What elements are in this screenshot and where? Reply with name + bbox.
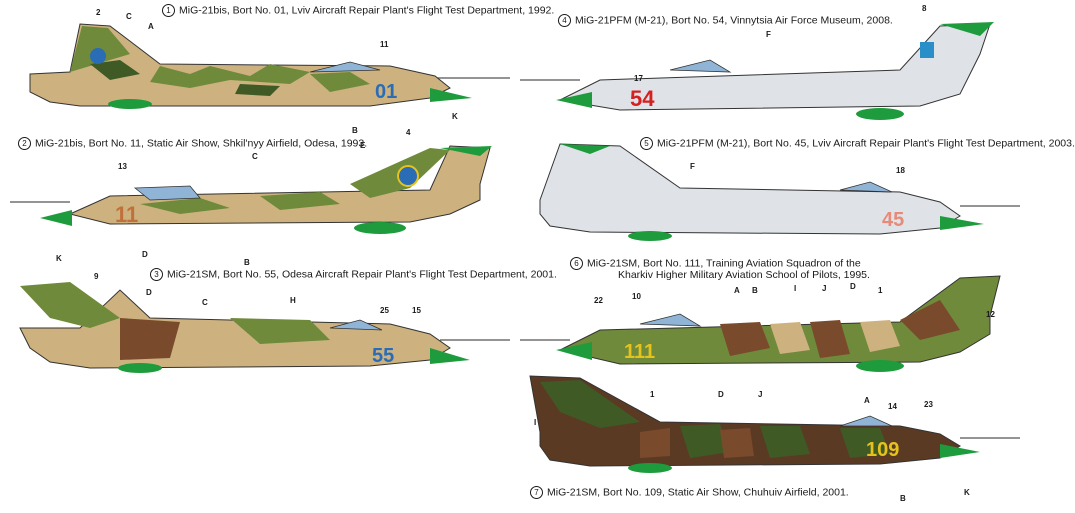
callout-label: 1 xyxy=(650,390,655,399)
aircraft-profile-6: 111 xyxy=(520,275,1001,372)
callout-label: F xyxy=(766,30,771,39)
callout-label: K xyxy=(56,254,62,263)
callout-label: 17 xyxy=(634,74,643,83)
callout-label: 25 xyxy=(380,306,389,315)
callout-label: 9 xyxy=(94,272,99,281)
callout-label: 11 xyxy=(380,40,389,49)
callout-label: B xyxy=(900,494,906,503)
bort-number-6: 111 xyxy=(624,341,655,363)
callout-label: K xyxy=(452,112,458,121)
callout-label: 2 xyxy=(96,8,101,17)
callout-label: 22 xyxy=(594,296,603,305)
callout-label: 10 xyxy=(632,292,641,301)
callout-label: F xyxy=(690,162,695,171)
aircraft-profile-3: 55 xyxy=(19,282,510,373)
aircraft-profile-5: 45 xyxy=(539,143,1020,241)
callout-label: C xyxy=(252,152,258,161)
callout-label: H xyxy=(290,296,296,305)
callout-label: C xyxy=(202,298,208,307)
callout-label: D xyxy=(718,390,724,399)
callout-label: 13 xyxy=(118,162,127,171)
callout-label: 4 xyxy=(406,128,411,137)
bort-number-4: 54 xyxy=(630,86,655,111)
callout-label: I xyxy=(534,418,537,427)
callout-label: J xyxy=(758,390,763,399)
callout-label: 18 xyxy=(896,166,905,175)
bort-number-3: 55 xyxy=(372,345,394,367)
callout-label: C xyxy=(126,12,132,21)
callout-label: D xyxy=(146,288,152,297)
callout-label: B xyxy=(244,258,250,267)
callout-label: A xyxy=(148,22,154,31)
callout-label: B xyxy=(752,286,758,295)
callout-label: J xyxy=(822,284,827,293)
callout-label: E xyxy=(360,141,366,150)
bort-number-2: 11 xyxy=(115,202,138,227)
callout-label: D xyxy=(850,282,856,291)
callout-label: A xyxy=(734,286,740,295)
callout-label: 14 xyxy=(888,402,897,411)
bort-number-1: 01 xyxy=(375,81,397,103)
aircraft-profile-2: 11 xyxy=(10,145,492,234)
callout-label: A xyxy=(864,396,870,405)
aircraft-profile-1: 01 xyxy=(29,23,510,109)
aircraft-profile-4: 54 xyxy=(520,22,994,120)
bort-number-5: 45 xyxy=(882,209,904,231)
callout-label: 12 xyxy=(986,310,995,319)
caption-6-line2: Kharkiv Higher Military Aviation School … xyxy=(618,269,870,281)
callout-label: I xyxy=(794,284,797,293)
callout-label: B xyxy=(352,126,358,135)
callout-label: 23 xyxy=(924,400,933,409)
callout-label: K xyxy=(964,488,970,497)
callout-label: D xyxy=(142,250,148,259)
bort-number-7: 109 xyxy=(866,439,899,461)
callout-label: 15 xyxy=(412,306,421,315)
callout-label: 1 xyxy=(878,286,883,295)
aircraft-profile-7: 109 xyxy=(529,375,1020,473)
callout-label: 8 xyxy=(922,4,927,13)
